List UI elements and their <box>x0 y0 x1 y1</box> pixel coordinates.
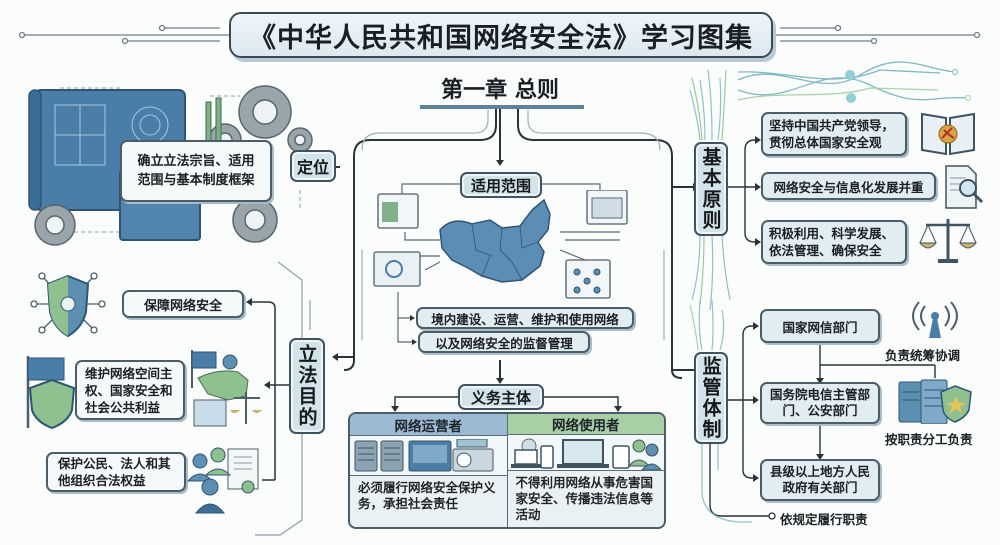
scales-icon <box>918 219 978 263</box>
operator-duty-text: 必须履行网络安全保护义务，承担社会责任 <box>358 480 496 511</box>
principle-item-1: 坚持中国共产党领导，贯彻总体国家安全观 <box>761 112 907 156</box>
purpose-item-1: 保障网络安全 <box>122 290 244 318</box>
user-column: 网络使用者 不得利用网络从事危害国家安全、传播违法信息等活动 <box>506 414 664 527</box>
flag-map-scales-icon <box>191 350 262 427</box>
people-certificate-icon <box>186 447 259 514</box>
principles-tag: 基本原则 <box>694 142 728 236</box>
scope-line-1: 境内建设、运营、维护和使用网络 <box>416 307 634 329</box>
dept-local-government: 县级以上地方人民政府有关部门 <box>760 459 880 501</box>
note-division: 按职责分工负责 <box>885 432 973 447</box>
subjects-tag: 义务主体 <box>458 384 544 410</box>
purpose-item-2: 维护网络空间主权、国家安全和社会公共利益 <box>75 360 185 420</box>
flag-shield-icon <box>26 356 76 430</box>
principle-item-2: 网络安全与信息化发展并重 <box>761 172 936 200</box>
positioning-description: 确立立法宗旨、适用范围与基本制度框架 <box>120 140 272 202</box>
chapter-heading: 第一章 总则 <box>441 78 559 103</box>
purpose-tag: 立法目的 <box>289 338 325 434</box>
devices-users-icon <box>507 435 664 471</box>
note-duty: 依规定履行职责 <box>780 512 868 527</box>
wireless-tower-icon <box>912 301 958 338</box>
operator-column: 网络运营者 必须履行网络安全保护义务，承担社会责任 <box>350 414 507 527</box>
document-search-icon <box>945 165 984 209</box>
user-duty-text: 不得利用网络从事危害国家安全、传播违法信息等活动 <box>515 475 654 522</box>
purpose-item-3: 保护公民、法人和其他组织合法权益 <box>46 452 186 492</box>
operator-header: 网络运营者 <box>350 414 507 436</box>
supervision-tag: 监管体制 <box>694 352 728 444</box>
china-map-icon <box>373 190 628 299</box>
subjects-table: 网络运营者 必须履行网络安全保护义务，承担社会责任 网络使用者 <box>348 412 666 529</box>
server-equipment-icon <box>350 436 507 476</box>
positioning-tag: 定位 <box>290 150 336 182</box>
principle-item-3: 积极利用、科学发展、依法管理、确保安全 <box>761 220 907 264</box>
dept-cac: 国家网信部门 <box>760 309 880 343</box>
shield-network-icon <box>30 272 106 338</box>
note-coordinate: 负责统筹协调 <box>885 348 961 363</box>
party-book-icon <box>921 112 975 156</box>
scope-line-2: 以及网络安全的监督管理 <box>418 331 590 353</box>
page-title: 《中华人民共和国网络安全法》学习图集 <box>229 12 773 58</box>
scope-tag: 适用范围 <box>460 172 542 198</box>
server-shield-icon <box>898 379 972 424</box>
dept-telecom-police: 国务院电信主管部门、公安部门 <box>760 382 880 424</box>
user-header: 网络使用者 <box>507 414 664 435</box>
